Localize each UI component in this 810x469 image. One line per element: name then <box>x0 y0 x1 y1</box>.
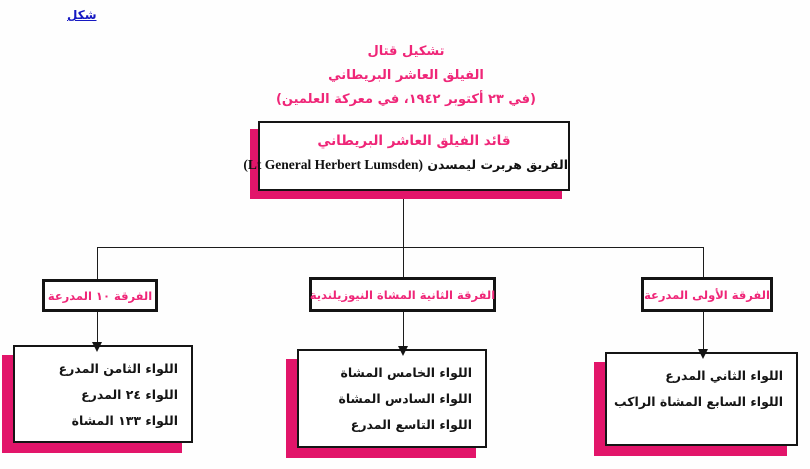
brigade-item: اللواء السادس المشاة <box>338 391 472 406</box>
brigade-list-box-left: اللواء الثامن المدرع اللواء ٢٤ المدرع ال… <box>13 345 193 443</box>
brigade-item: اللواء الثامن المدرع <box>58 361 178 376</box>
chart-title-line-3: (في ٢٣ أكتوبر ١٩٤٢، في معركة العلمين) <box>275 92 536 107</box>
brigade-item: اللواء الخامس المشاة <box>340 365 472 380</box>
connector-drop-left <box>97 247 98 279</box>
connector-root-vertical <box>403 198 404 247</box>
arrow-down-icon <box>92 342 102 352</box>
connector-arrowline-right <box>703 312 704 352</box>
division-label: الفرقة ١٠ المدرعة <box>47 288 153 303</box>
connector-horizontal <box>97 247 704 248</box>
brigade-item: اللواء التاسع المدرع <box>350 417 472 432</box>
connector-arrowline-left <box>97 312 98 345</box>
division-label: الفرقة الأولى المدرعة <box>644 287 770 302</box>
brigade-list-box-middle: اللواء الخامس المشاة اللواء السادس المشا… <box>297 349 487 448</box>
chart-title: تشكيل قتال الفيلق العاشر البريطاني (في ٢… <box>246 40 566 112</box>
commander-title: قائد الفيلق العاشر البريطاني <box>317 133 511 149</box>
brigade-item: اللواء ١٣٣ المشاة <box>71 413 178 428</box>
commander-name-arabic: الفريق هربرت ليمسدن <box>427 157 568 172</box>
connector-drop-middle <box>403 247 404 277</box>
division-box-10th-armoured: الفرقة ١٠ المدرعة <box>42 279 158 312</box>
division-box-1st-armoured: الفرقة الأولى المدرعة <box>641 277 773 312</box>
connector-arrowline-middle <box>403 312 404 349</box>
commander-name: الفريق هربرت ليمسدن (Lt General Herbert … <box>243 157 568 173</box>
brigade-item: اللواء الثاني المدرع <box>665 368 783 383</box>
chart-title-line-2: الفيلق العاشر البريطاني <box>328 68 484 83</box>
brigade-item: اللواء ٢٤ المدرع <box>81 387 178 402</box>
arrow-down-icon <box>698 349 708 359</box>
division-label: الفرقة الثانية المشاة النيوزيلندية <box>309 287 496 302</box>
commander-box: قائد الفيلق العاشر البريطاني الفريق هربر… <box>243 121 570 191</box>
connector-drop-right <box>703 247 704 277</box>
figure-label: شكل <box>67 8 97 22</box>
division-box-2nd-nz-infantry: الفرقة الثانية المشاة النيوزيلندية <box>309 277 496 312</box>
arrow-down-icon <box>398 346 408 356</box>
brigade-item: اللواء السابع المشاة الراكب <box>614 394 783 409</box>
commander-name-english: (Lt General Herbert Lumsden) <box>243 157 423 172</box>
chart-title-line-1: تشكيل قتال <box>367 44 445 59</box>
brigade-list-box-right: اللواء الثاني المدرع اللواء السابع المشا… <box>605 352 798 446</box>
